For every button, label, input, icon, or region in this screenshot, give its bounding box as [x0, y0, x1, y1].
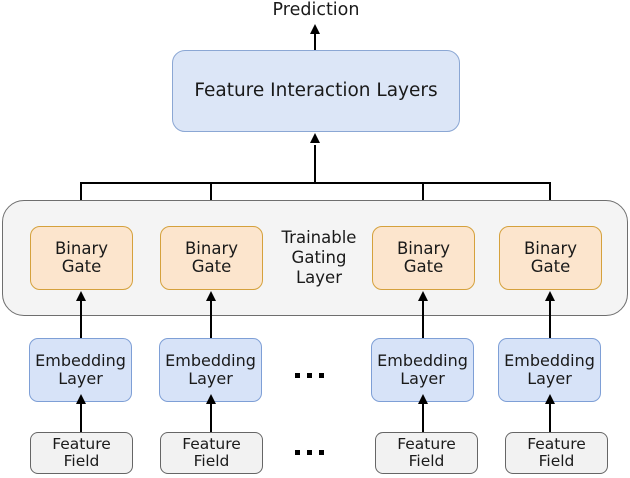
trainable-gating-layer-label: Trainable Gating Layer — [281, 228, 357, 288]
arrow-ff2-to-emb2-head — [206, 394, 216, 404]
embedding-layer-box-1[interactable]: Embedding Layer — [29, 338, 132, 402]
ellipsis-dot — [307, 450, 312, 455]
arrow-emb4-to-gate4-line — [549, 300, 551, 338]
ellipsis-dot — [319, 450, 324, 455]
arrow-bus-to-fil-line — [314, 145, 316, 184]
ellipsis-dot — [307, 373, 312, 378]
arrow-ff3-to-emb3-line — [422, 402, 424, 432]
arrow-ff3-to-emb3-head — [418, 394, 428, 404]
ellipsis-dot — [295, 450, 300, 455]
arrow-emb1-to-gate1-line — [80, 300, 82, 338]
gate-output-bus-line — [80, 182, 550, 184]
prediction-label: Prediction — [272, 0, 360, 20]
embedding-layer-box-4[interactable]: Embedding Layer — [498, 338, 601, 402]
arrow-fil-to-prediction-line — [314, 32, 316, 50]
arrow-fil-to-prediction-head — [310, 24, 320, 34]
arrow-emb1-to-gate1-head — [76, 291, 86, 301]
feature-field-row-ellipsis — [295, 450, 324, 455]
feature-interaction-layers-box[interactable]: Feature Interaction Layers — [172, 50, 460, 132]
arrow-emb2-to-gate2-line — [210, 300, 212, 338]
ellipsis-dot — [295, 373, 300, 378]
binary-gate-box-4[interactable]: Binary Gate — [499, 226, 602, 290]
arrow-bus-to-fil-head — [310, 133, 320, 143]
arrow-ff4-to-emb4-line — [549, 402, 551, 432]
embedding-row-ellipsis — [295, 373, 324, 378]
arrow-emb4-to-gate4-head — [545, 291, 555, 301]
binary-gate-box-1[interactable]: Binary Gate — [30, 226, 133, 290]
arrow-ff4-to-emb4-head — [545, 394, 555, 404]
feature-field-box-3[interactable]: Feature Field — [375, 432, 478, 474]
arrow-emb3-to-gate3-head — [418, 291, 428, 301]
arrow-ff1-to-emb1-head — [76, 394, 86, 404]
arrow-ff2-to-emb2-line — [210, 402, 212, 432]
arrow-ff1-to-emb1-line — [80, 402, 82, 432]
feature-field-box-1[interactable]: Feature Field — [30, 432, 133, 474]
embedding-layer-box-3[interactable]: Embedding Layer — [371, 338, 474, 402]
feature-field-box-2[interactable]: Feature Field — [160, 432, 263, 474]
arrow-emb2-to-gate2-head — [206, 291, 216, 301]
arrow-emb3-to-gate3-line — [422, 300, 424, 338]
binary-gate-box-3[interactable]: Binary Gate — [372, 226, 475, 290]
binary-gate-box-2[interactable]: Binary Gate — [160, 226, 263, 290]
embedding-layer-box-2[interactable]: Embedding Layer — [159, 338, 262, 402]
ellipsis-dot — [319, 373, 324, 378]
feature-field-box-4[interactable]: Feature Field — [505, 432, 608, 474]
